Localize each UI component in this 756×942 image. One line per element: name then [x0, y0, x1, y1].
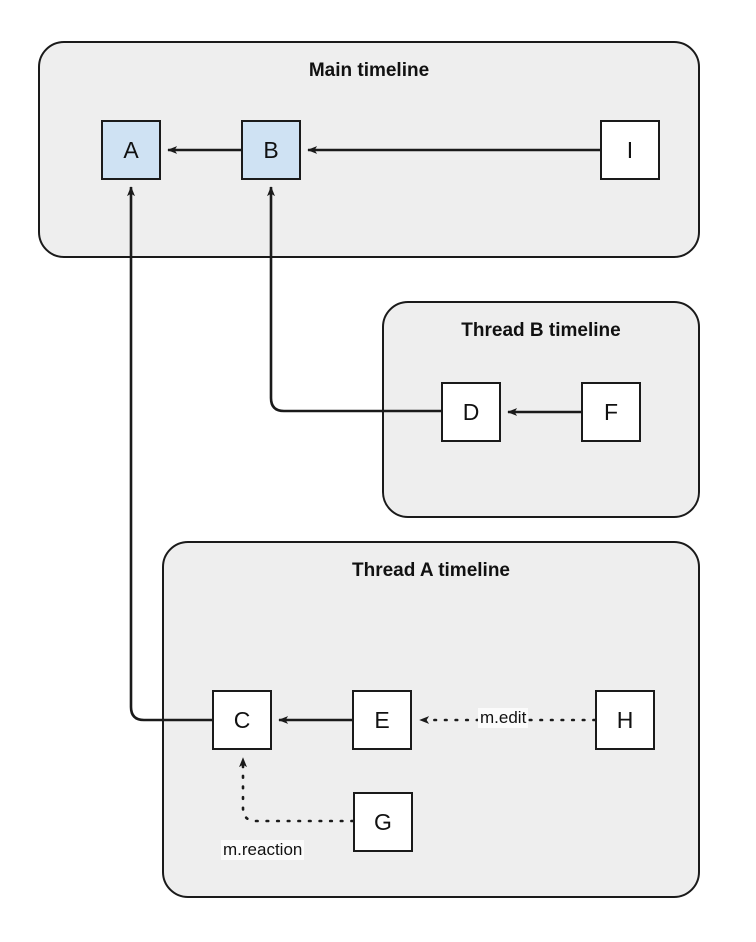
node-e[interactable]: E: [352, 690, 412, 750]
node-g[interactable]: G: [353, 792, 413, 852]
node-b[interactable]: B: [241, 120, 301, 180]
node-d[interactable]: D: [441, 382, 501, 442]
node-i[interactable]: I: [600, 120, 660, 180]
group-title-main-timeline: Main timeline: [308, 60, 430, 81]
node-a[interactable]: A: [101, 120, 161, 180]
edge-label-m-edit: m.edit: [478, 708, 529, 728]
edge-c-to-a: [127, 186, 212, 722]
node-f[interactable]: F: [581, 382, 641, 442]
node-h[interactable]: H: [595, 690, 655, 750]
group-title-thread-b-timeline: Thread B timeline: [461, 320, 621, 341]
edge-g-to-c: [239, 756, 355, 823]
group-title-thread-a-timeline: Thread A timeline: [351, 560, 510, 581]
edge-label-m-reaction: m.reaction: [221, 840, 305, 860]
node-c[interactable]: C: [212, 690, 272, 750]
edge-d-to-b: [267, 186, 441, 413]
group-thread-b-timeline: [382, 301, 700, 518]
